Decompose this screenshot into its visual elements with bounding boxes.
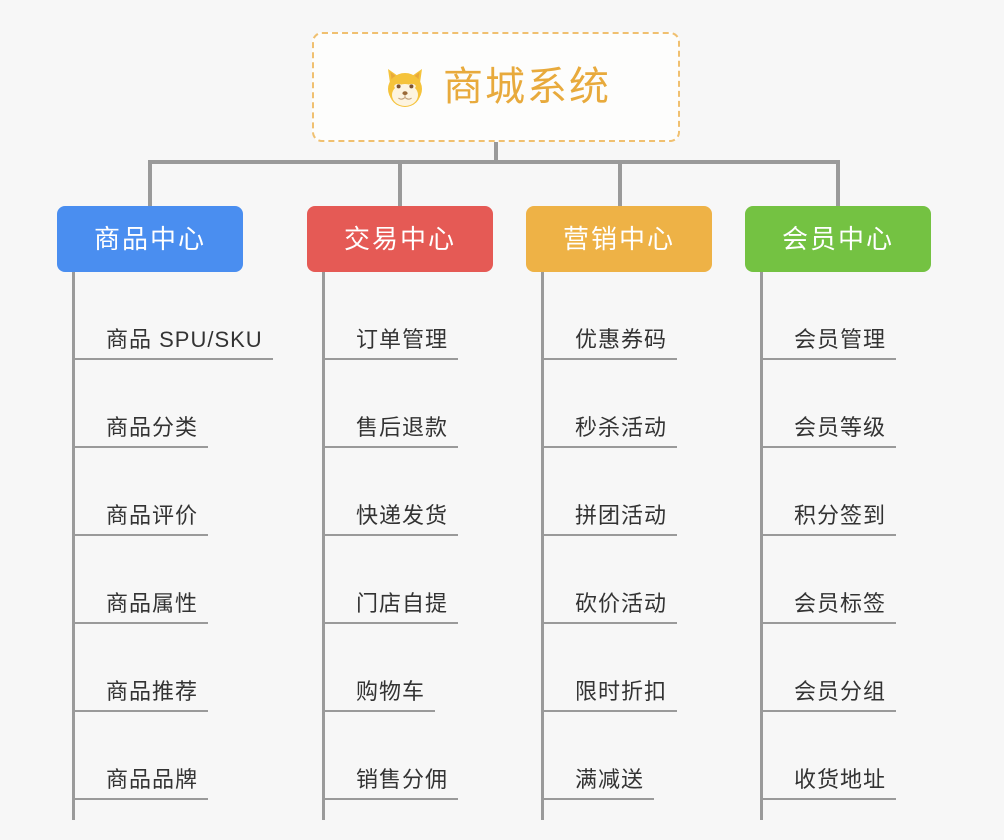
column-spine-1: [322, 272, 325, 820]
leaf-label: 会员标签: [794, 590, 887, 616]
leaf-label: 限时折扣: [575, 678, 668, 704]
leaf-label: 商品品牌: [106, 766, 199, 792]
category-label-2: 营销中心: [562, 224, 675, 254]
category-box-3[interactable]: 会员中心: [745, 206, 931, 272]
leaf-underline: 会员分组: [760, 678, 897, 712]
leaf-underline: 会员标签: [760, 590, 897, 624]
leaf-item[interactable]: 商品属性: [72, 536, 209, 624]
leaf-underline: 商品品牌: [72, 766, 209, 800]
leaf-underline: 购物车: [322, 678, 436, 712]
leaf-label: 门店自提: [356, 590, 449, 616]
connector-drop-3: [618, 160, 622, 208]
leaf-item[interactable]: 限时折扣: [541, 624, 678, 712]
category-label-1: 交易中心: [343, 224, 456, 254]
leaf-label: 优惠券码: [575, 326, 668, 352]
root-title: 商城系统: [443, 65, 611, 109]
category-label-0: 商品中心: [93, 224, 206, 254]
leaf-underline: 商品评价: [72, 502, 209, 536]
leaf-label: 积分签到: [794, 502, 887, 528]
category-label-3: 会员中心: [781, 224, 894, 254]
leaf-underline: 优惠券码: [541, 326, 678, 360]
column-spine-0: [72, 272, 75, 820]
leaf-underline: 会员管理: [760, 326, 897, 360]
leaf-underline: 订单管理: [322, 326, 459, 360]
leaf-label: 收货地址: [794, 766, 887, 792]
leaf-item[interactable]: 订单管理: [322, 272, 459, 360]
leaf-item[interactable]: 商品品牌: [72, 712, 209, 800]
leaf-underline: 快递发货: [322, 502, 459, 536]
leaf-underline: 商品属性: [72, 590, 209, 624]
leaf-label: 会员分组: [794, 678, 887, 704]
leaf-underline: 限时折扣: [541, 678, 678, 712]
leaf-underline: 积分签到: [760, 502, 897, 536]
leaf-label: 商品分类: [106, 414, 199, 440]
leaf-item[interactable]: 商品评价: [72, 448, 209, 536]
leaf-underline: 售后退款: [322, 414, 459, 448]
leaf-item[interactable]: 收货地址: [760, 712, 897, 800]
leaf-underline: 商品 SPU/SKU: [72, 326, 273, 360]
leaf-underline: 商品分类: [72, 414, 209, 448]
column-spine-2: [541, 272, 544, 820]
leaf-underline: 销售分佣: [322, 766, 459, 800]
leaf-item[interactable]: 购物车: [322, 624, 436, 712]
leaf-item[interactable]: 砍价活动: [541, 536, 678, 624]
leaf-label: 售后退款: [356, 414, 449, 440]
column-spine-3: [760, 272, 763, 820]
leaf-label: 商品推荐: [106, 678, 199, 704]
leaf-label: 满减送: [575, 766, 645, 792]
leaf-item[interactable]: 商品 SPU/SKU: [72, 272, 273, 360]
leaf-item[interactable]: 满减送: [541, 712, 655, 800]
leaf-label: 秒杀活动: [575, 414, 668, 440]
leaf-label: 商品属性: [106, 590, 199, 616]
leaf-underline: 会员等级: [760, 414, 897, 448]
leaf-label: 会员管理: [794, 326, 887, 352]
leaf-underline: 收货地址: [760, 766, 897, 800]
leaf-item[interactable]: 售后退款: [322, 360, 459, 448]
leaf-item[interactable]: 商品分类: [72, 360, 209, 448]
connector-horizontal-bus: [148, 160, 838, 164]
leaf-item[interactable]: 会员等级: [760, 360, 897, 448]
leaf-underline: 秒杀活动: [541, 414, 678, 448]
category-box-0[interactable]: 商品中心: [57, 206, 243, 272]
leaf-label: 商品 SPU/SKU: [106, 326, 263, 352]
leaf-underline: 拼团活动: [541, 502, 678, 536]
leaf-label: 快递发货: [356, 502, 449, 528]
leaf-item[interactable]: 快递发货: [322, 448, 459, 536]
leaf-label: 会员等级: [794, 414, 887, 440]
leaf-underline: 商品推荐: [72, 678, 209, 712]
leaf-label: 销售分佣: [356, 766, 449, 792]
leaf-item[interactable]: 门店自提: [322, 536, 459, 624]
leaf-item[interactable]: 优惠券码: [541, 272, 678, 360]
connector-drop-4: [836, 160, 840, 208]
leaf-label: 订单管理: [356, 326, 449, 352]
leaf-item[interactable]: 秒杀活动: [541, 360, 678, 448]
leaf-item[interactable]: 销售分佣: [322, 712, 459, 800]
leaf-underline: 砍价活动: [541, 590, 678, 624]
root-node[interactable]: 商城系统: [312, 32, 680, 142]
category-box-2[interactable]: 营销中心: [526, 206, 712, 272]
leaf-label: 拼团活动: [575, 502, 668, 528]
leaf-underline: 满减送: [541, 766, 655, 800]
leaf-label: 砍价活动: [575, 590, 668, 616]
category-box-1[interactable]: 交易中心: [307, 206, 493, 272]
connector-root-stem: [494, 142, 498, 162]
leaf-item[interactable]: 拼团活动: [541, 448, 678, 536]
leaf-label: 购物车: [356, 678, 426, 704]
connector-drop-1: [148, 160, 152, 208]
leaf-item[interactable]: 会员标签: [760, 536, 897, 624]
leaf-label: 商品评价: [106, 502, 199, 528]
leaf-item[interactable]: 会员管理: [760, 272, 897, 360]
shiba-dog-icon: [381, 63, 429, 111]
leaf-item[interactable]: 会员分组: [760, 624, 897, 712]
leaf-underline: 门店自提: [322, 590, 459, 624]
leaf-item[interactable]: 积分签到: [760, 448, 897, 536]
connector-drop-2: [398, 160, 402, 208]
leaf-item[interactable]: 商品推荐: [72, 624, 209, 712]
